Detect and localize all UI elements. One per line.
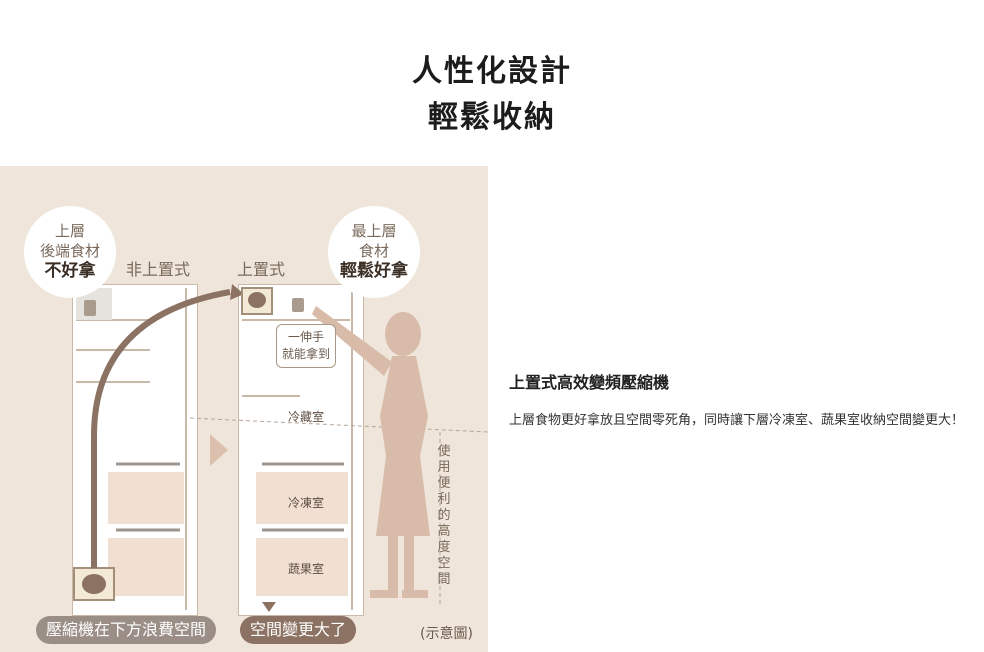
pill-more-space: 空間變更大了 <box>240 616 357 644</box>
jar-icon-top <box>292 298 304 312</box>
bubble-right-line2: 食材 <box>358 242 389 260</box>
room-vegetable-label: 蔬果室 <box>288 562 325 576</box>
right-veg-drawer <box>256 538 348 596</box>
left-veg-drawer <box>108 538 184 596</box>
page-heading-line1: 人性化設計 <box>412 54 572 89</box>
right-freezer-drawer <box>256 472 348 524</box>
bubble-easy-to-reach: 最上層 食材 輕鬆好拿 <box>328 206 420 298</box>
woman-figure <box>312 306 430 598</box>
illustration-note: (示意圖) <box>420 626 473 642</box>
room-freezer-label: 冷凍室 <box>288 496 325 510</box>
feature-description: 上層食物更好拿放且空間零死角，同時讓下層冷凍室、蔬果室收納空間變更大！ <box>509 413 965 428</box>
illustration-graphics <box>73 284 488 612</box>
vertical-height-label: 使用便利的高度空間 <box>437 444 451 587</box>
pill-wasted-space: 壓縮機在下方浪費空間 <box>36 616 217 644</box>
bubble-left-line1: 上層 <box>54 222 85 240</box>
label-top-mounted: 上置式 <box>237 260 286 279</box>
bubble-left-line3: 不好拿 <box>44 261 96 281</box>
bubble-right-line3: 輕鬆好拿 <box>340 261 408 281</box>
bubble-hard-to-reach: 上層 後端食材 不好拿 <box>24 206 116 298</box>
bubble-left-line2: 後端食材 <box>39 242 100 260</box>
reach-callout: 一伸手 就能拿到 <box>276 324 336 368</box>
illustration-panel: 上層 後端食材 不好拿 最上層 食材 輕鬆好拿 非上置式 上置式 一伸手 就能拿… <box>0 166 488 652</box>
left-width-arrows <box>116 462 180 532</box>
right-width-arrows <box>262 462 344 532</box>
move-arrow <box>91 289 231 568</box>
jar-icon <box>84 300 96 316</box>
callout-line2: 就能拿到 <box>281 347 330 361</box>
transition-arrow-icon <box>210 434 228 466</box>
label-non-top-mounted: 非上置式 <box>126 260 191 279</box>
left-freezer-drawer <box>108 472 184 524</box>
bubble-right-line1: 最上層 <box>351 222 397 240</box>
callout-line1: 一伸手 <box>287 330 324 344</box>
room-cold-label: 冷藏室 <box>288 410 325 424</box>
page-heading-line2: 輕鬆收納 <box>428 100 556 135</box>
feature-title: 上置式高效變頻壓縮機 <box>509 373 670 392</box>
